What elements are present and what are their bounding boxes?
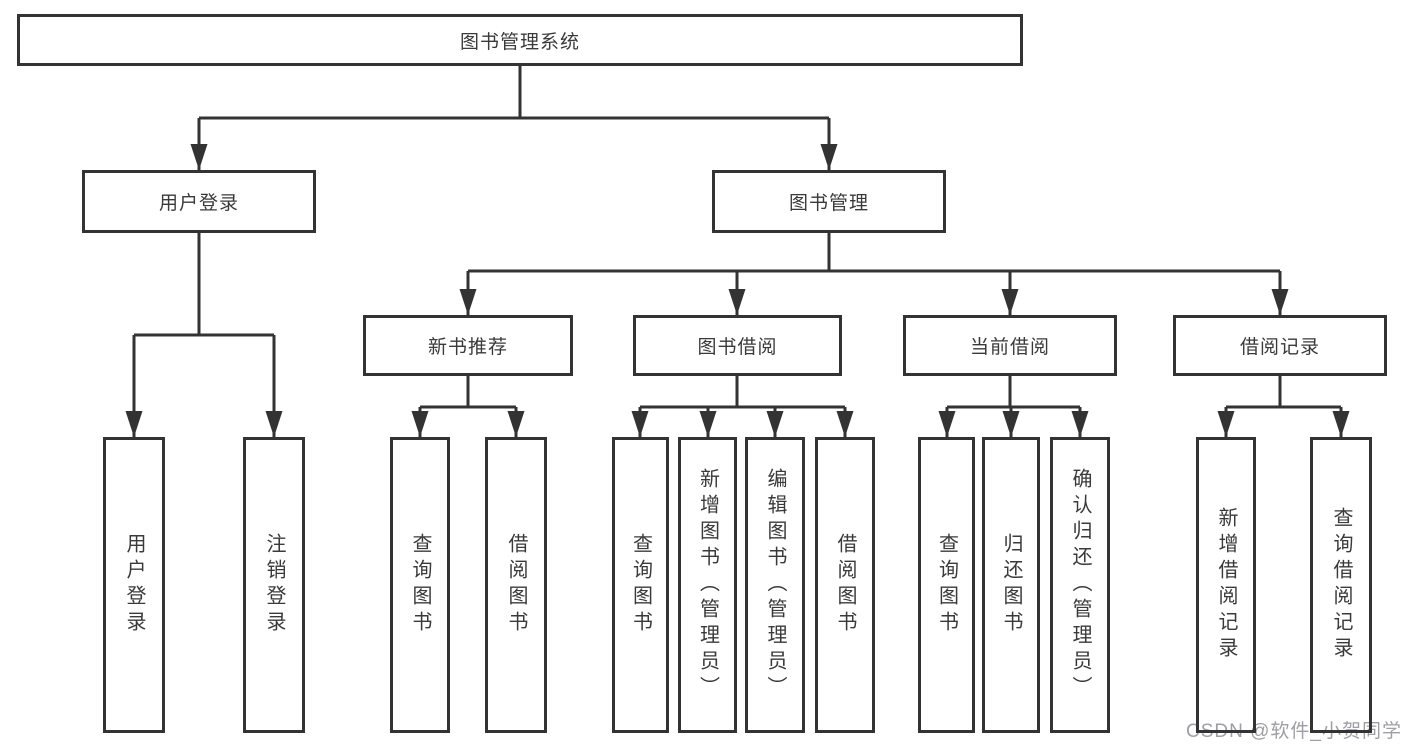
node-user-login: 用户登录 xyxy=(82,170,316,233)
node-label: 归还图书 xyxy=(1000,533,1022,637)
node-label: 借阅图书 xyxy=(505,533,527,637)
leaf-borrow-books-borrow: 借阅图书 xyxy=(815,437,875,733)
node-label: 图书借阅 xyxy=(697,337,778,358)
leaf-confirm-return-admin: 确认归还（管理员） xyxy=(1050,437,1110,733)
node-label: 当前借阅 xyxy=(969,337,1050,358)
node-label: 查询图书 xyxy=(409,533,431,637)
node-library-management-system: 图书管理系统 xyxy=(17,14,1023,66)
leaf-edit-book-admin: 编辑图书（管理员） xyxy=(745,437,805,733)
node-new-book-recommendation: 新书推荐 xyxy=(363,315,573,376)
node-label: 查询借阅记录 xyxy=(1330,507,1352,663)
node-label: 新增图书（管理员） xyxy=(696,468,719,702)
node-label: 用户登录 xyxy=(158,193,239,214)
leaf-query-books-recommend: 查询图书 xyxy=(390,437,450,733)
node-current-borrowing: 当前借阅 xyxy=(903,315,1117,376)
node-label: 新增借阅记录 xyxy=(1215,507,1237,663)
node-borrowing-records: 借阅记录 xyxy=(1173,315,1387,376)
leaf-query-books-borrow: 查询图书 xyxy=(612,437,669,733)
leaf-user-login: 用户登录 xyxy=(103,437,165,733)
node-label: 查询图书 xyxy=(935,533,958,637)
leaf-query-borrow-record: 查询借阅记录 xyxy=(1310,437,1372,733)
node-label: 图书管理系统 xyxy=(459,31,580,53)
node-book-management: 图书管理 xyxy=(712,170,946,233)
node-label: 借阅记录 xyxy=(1239,337,1320,358)
leaf-logout: 注销登录 xyxy=(243,437,305,733)
node-label: 用户登录 xyxy=(123,533,145,637)
node-label: 图书管理 xyxy=(788,193,869,214)
leaf-add-borrow-record: 新增借阅记录 xyxy=(1196,437,1256,733)
node-label: 确认归还（管理员） xyxy=(1069,468,1091,702)
node-label: 注销登录 xyxy=(263,533,285,637)
leaf-return-books: 归还图书 xyxy=(982,437,1040,733)
node-label: 查询图书 xyxy=(629,533,652,637)
leaf-add-book-admin: 新增图书（管理员） xyxy=(678,437,737,733)
leaf-query-books-current: 查询图书 xyxy=(918,437,975,733)
node-label: 新书推荐 xyxy=(427,337,508,358)
node-label: 编辑图书（管理员） xyxy=(764,468,786,702)
node-label: 借阅图书 xyxy=(834,533,856,637)
watermark-text: CSDN @软件_小贺同学 xyxy=(1186,721,1402,742)
leaf-borrow-books-recommend: 借阅图书 xyxy=(485,437,547,733)
node-book-borrowing: 图书借阅 xyxy=(633,315,842,376)
